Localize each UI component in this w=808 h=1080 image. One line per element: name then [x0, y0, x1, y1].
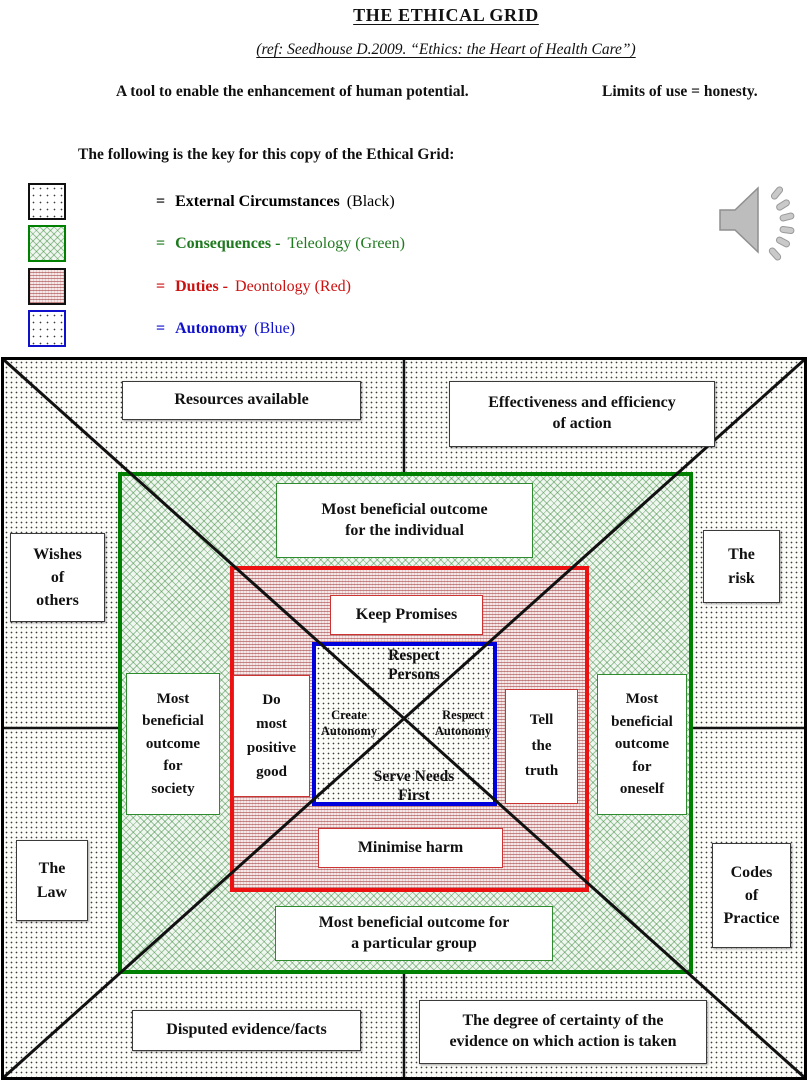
key-label-external: External Circumstances	[175, 192, 340, 210]
audio-speaker-icon[interactable]	[700, 172, 800, 272]
label-outcome-particular-group: Most beneficial outcome for a particular…	[275, 906, 553, 961]
equals-sign: =	[156, 234, 166, 252]
label-outcome-oneself: Most beneficial outcome for oneself	[597, 674, 687, 815]
label-degree-of-certainty: The degree of certainty of the evidence …	[419, 1000, 707, 1064]
label-keep-promises: Keep Promises	[330, 595, 483, 635]
label-disputed-evidence: Disputed evidence/facts	[132, 1010, 361, 1051]
equals-sign: =	[156, 192, 166, 210]
equals-sign: =	[156, 319, 166, 337]
equals-sign: =	[156, 277, 166, 295]
key-label-autonomy: Autonomy	[175, 319, 248, 337]
reference-line: (ref: Seedhouse D.2009. “Ethics: the Hea…	[256, 41, 636, 58]
tool-statement: A tool to enable the enhancement of huma…	[116, 83, 469, 100]
key-heading: The following is the key for this copy o…	[78, 146, 455, 163]
swatch-consequences	[28, 225, 66, 262]
grid-divider-lines	[4, 360, 804, 1077]
label-tell-the-truth: Tell the truth	[505, 689, 578, 804]
key-suffix-duties: Deontology (Red)	[235, 277, 351, 295]
key-row-duties: = Duties - Deontology (Red)	[156, 268, 351, 305]
swatch-duties	[28, 268, 66, 305]
label-the-risk: The risk	[703, 530, 780, 603]
label-do-most-positive-good: Do most positive good	[233, 675, 310, 797]
limits-statement: Limits of use = honesty.	[602, 83, 758, 100]
autonomy-zone	[312, 642, 497, 806]
swatch-external-circumstances	[28, 183, 66, 220]
label-respect-autonomy: Respect Autonomy	[434, 708, 492, 738]
label-create-autonomy: Create Autonomy	[320, 708, 378, 738]
label-serve-needs-first: Serve Needs First	[373, 767, 455, 804]
key-label-duties: Duties -	[175, 277, 229, 295]
key-suffix-consequences: Teleology (Green)	[287, 234, 405, 252]
label-resources-available: Resources available	[122, 381, 361, 420]
page-title: THE ETHICAL GRID	[353, 5, 539, 25]
label-wishes-of-others: Wishes of others	[10, 533, 105, 622]
key-row-autonomy: = Autonomy (Blue)	[156, 310, 295, 347]
key-row-external: = External Circumstances (Black)	[156, 183, 395, 220]
key-suffix-external: (Black)	[346, 192, 395, 210]
ethical-grid: Resources available Effectiveness and ef…	[1, 357, 807, 1080]
label-respect-persons: Respect Persons	[388, 646, 440, 683]
key-label-consequences: Consequences -	[175, 234, 281, 252]
label-minimise-harm: Minimise harm	[318, 828, 503, 868]
label-codes-of-practice: Codes of Practice	[712, 843, 791, 948]
label-outcome-individual: Most beneficial outcome for the individu…	[276, 483, 533, 558]
key-suffix-autonomy: (Blue)	[254, 319, 296, 337]
label-the-law: The Law	[16, 840, 88, 921]
label-outcome-society: Most beneficial outcome for society	[126, 673, 220, 815]
swatch-autonomy	[28, 310, 66, 347]
label-effectiveness-efficiency: Effectiveness and efficiency of action	[449, 381, 715, 447]
key-row-consequences: = Consequences - Teleology (Green)	[156, 225, 405, 262]
